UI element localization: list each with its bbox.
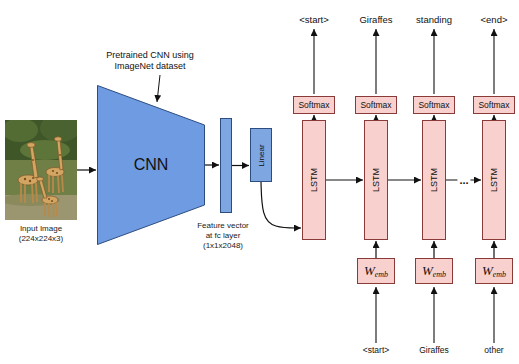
- node-text: Softmax: [360, 100, 391, 110]
- leader-arrow: [157, 75, 160, 102]
- connector-arrow: [232, 165, 249, 166]
- matrix-subscript: emb: [433, 270, 446, 279]
- matrix-symbol: W: [364, 263, 375, 279]
- edge-label: ...: [457, 174, 470, 186]
- lstm-cell: LSTM: [422, 120, 446, 240]
- node-text: CNN: [134, 156, 169, 174]
- connector-arrow: [261, 182, 301, 228]
- connector-arrow: [433, 241, 434, 258]
- node-text: Softmax: [418, 100, 449, 110]
- word-arrows: [314, 29, 494, 343]
- feature-vector: Feature vector at fc layer (1x1x2048): [220, 118, 232, 213]
- connector-arrow: [493, 241, 494, 258]
- lstm-cell: LSTM: [364, 120, 388, 240]
- input-arrow: [375, 287, 376, 343]
- input-image: Input Image (224x224x3): [5, 120, 77, 220]
- embedding-box: Wemb: [475, 258, 513, 284]
- lstm-cell: LSTM: [482, 120, 506, 240]
- node-caption: Input Image (224x224x3): [3, 224, 79, 244]
- cnn-note: Pretrained CNN using ImageNet dataset: [98, 50, 202, 72]
- output-word: <start>: [286, 14, 342, 26]
- connector-arrow: [77, 169, 96, 170]
- matrix-symbol: W: [422, 263, 433, 279]
- node-text: Softmax: [298, 100, 329, 110]
- output-word: standing: [406, 14, 462, 26]
- connector-arrow: [388, 179, 421, 180]
- output-arrow: [375, 29, 376, 94]
- softmax-box: Softmax: [473, 96, 515, 114]
- matrix-symbol: W: [482, 263, 493, 279]
- output-arrow: [493, 29, 494, 94]
- output-arrow: [313, 29, 314, 94]
- connector-arrow: [326, 179, 363, 180]
- softmax-box: Softmax: [355, 96, 397, 114]
- input-word: other: [471, 345, 517, 356]
- input-word: Giraffes: [406, 345, 462, 356]
- matrix-subscript: emb: [493, 270, 506, 279]
- connector-arrow: [205, 164, 219, 165]
- node-text: Softmax: [478, 100, 509, 110]
- input-arrow: [493, 287, 494, 343]
- linear-box: Linear: [250, 128, 272, 182]
- node-text: LSTM: [309, 168, 319, 192]
- embedding-box: Wemb: [415, 258, 453, 284]
- matrix-subscript: emb: [375, 270, 388, 279]
- output-word: Giraffes: [348, 14, 404, 26]
- node-text: LSTM: [371, 168, 381, 192]
- lstm-cell: LSTM: [302, 120, 326, 240]
- trapezoid-outline: [98, 86, 205, 245]
- node-text: LSTM: [489, 168, 499, 192]
- embedding-box: Wemb: [357, 258, 395, 284]
- output-word: <end>: [469, 14, 519, 26]
- node-text: LSTM: [429, 168, 439, 192]
- input-arrow: [433, 287, 434, 343]
- connector-arrow: [375, 241, 376, 258]
- node-text: Linear: [257, 144, 266, 166]
- output-arrow: [433, 29, 434, 94]
- cnn-trapezoid: CNN: [97, 85, 205, 245]
- input-word: <start>: [348, 345, 404, 356]
- softmax-box: Softmax: [293, 96, 335, 114]
- softmax-box: Softmax: [413, 96, 455, 114]
- node-caption: Feature vector at fc layer (1x1x2048): [194, 221, 252, 251]
- giraffe-photo: [5, 120, 77, 220]
